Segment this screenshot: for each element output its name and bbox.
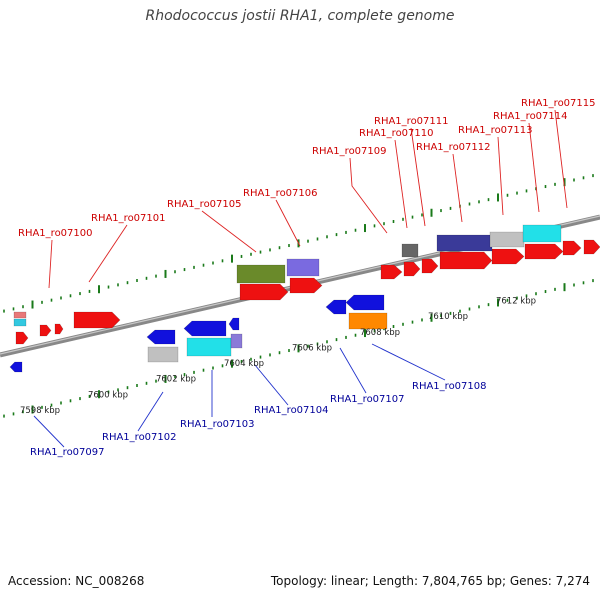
leader-line xyxy=(339,347,367,394)
gene-arrow[interactable] xyxy=(491,248,525,265)
gene-label[interactable]: RHA1_ro07097 xyxy=(30,447,105,458)
gene-label[interactable]: RHA1_ro07111 xyxy=(374,116,449,127)
gene-box[interactable] xyxy=(13,318,27,327)
gene-label[interactable]: RHA1_ro07110 xyxy=(359,128,434,139)
scale-label: 7606 kbp xyxy=(292,343,332,353)
gene-arrow[interactable] xyxy=(524,243,564,260)
gene-box[interactable] xyxy=(286,258,320,277)
leader-line xyxy=(410,127,426,227)
gene-arrow[interactable] xyxy=(9,361,23,373)
leader-line xyxy=(275,199,301,247)
gene-layer[interactable] xyxy=(9,224,600,373)
gene-arrow[interactable] xyxy=(345,294,385,311)
leader-line xyxy=(137,391,164,432)
gene-label[interactable]: RHA1_ro07104 xyxy=(254,405,329,416)
gene-label[interactable]: RHA1_ro07106 xyxy=(243,188,318,199)
scale-label: 7610 kbp xyxy=(428,312,468,322)
scale-label: 7604 kbp xyxy=(224,359,264,369)
gene-arrow[interactable] xyxy=(380,264,403,280)
gene-arrow[interactable] xyxy=(289,277,323,294)
gene-label[interactable]: RHA1_ro07100 xyxy=(18,228,93,239)
gene-arrow[interactable] xyxy=(15,331,29,345)
scale-label: 7608 kbp xyxy=(360,328,400,338)
label-layer[interactable]: RHA1_ro07100RHA1_ro07101RHA1_ro07105RHA1… xyxy=(18,98,596,458)
leader-line xyxy=(201,210,257,253)
gene-label[interactable]: RHA1_ro07113 xyxy=(458,125,533,136)
leader-line xyxy=(554,109,568,209)
gene-box[interactable] xyxy=(522,224,562,243)
gene-arrow[interactable] xyxy=(562,240,582,256)
leader-line xyxy=(497,136,504,216)
gene-box[interactable] xyxy=(13,311,27,319)
genome-summary-text: Topology: linear; Length: 7,804,765 bp; … xyxy=(270,574,590,588)
gene-box[interactable] xyxy=(348,312,388,330)
gene-arrow[interactable] xyxy=(73,311,121,329)
accession-text: Accession: NC_008268 xyxy=(8,574,145,588)
gene-label[interactable]: RHA1_ro07115 xyxy=(521,98,596,109)
gene-label[interactable]: RHA1_ro07112 xyxy=(416,142,491,153)
gene-label[interactable]: RHA1_ro07103 xyxy=(180,419,255,430)
gene-label[interactable]: RHA1_ro07102 xyxy=(102,432,177,443)
gene-box[interactable] xyxy=(230,333,243,349)
gene-arrow[interactable] xyxy=(439,251,493,270)
scale-label-layer: 7598 kbp 7600 kbp 7602 kbp 7604 kbp 7606 kbp… xyxy=(20,297,536,416)
scale-label: 7602 kbp xyxy=(156,375,196,385)
scale-label: 7600 kbp xyxy=(88,390,128,400)
tick-layer xyxy=(3,174,594,418)
gene-arrow[interactable] xyxy=(146,329,176,345)
gene-arrow[interactable] xyxy=(583,239,600,255)
gene-label[interactable]: RHA1_ro07108 xyxy=(412,381,487,392)
gene-arrow[interactable] xyxy=(239,283,289,301)
gene-box[interactable] xyxy=(147,346,179,363)
leader-line xyxy=(394,139,408,229)
gene-arrow[interactable] xyxy=(183,320,227,337)
leader-line-layer xyxy=(33,109,568,448)
leader-line xyxy=(33,415,65,448)
map-title: Rhodococcus jostii RHA1, complete genome xyxy=(145,8,455,24)
gene-label[interactable]: RHA1_ro07107 xyxy=(330,394,405,405)
scale-label: 7598 kbp xyxy=(20,406,60,416)
leader-line xyxy=(349,157,388,234)
leader-line xyxy=(48,239,53,289)
gene-box[interactable] xyxy=(186,337,232,357)
leader-line xyxy=(452,153,463,223)
leader-line xyxy=(371,343,446,381)
gene-arrow[interactable] xyxy=(39,324,52,337)
gene-box[interactable] xyxy=(489,231,525,248)
gene-label[interactable]: RHA1_ro07114 xyxy=(493,111,568,122)
gene-box[interactable] xyxy=(236,264,286,284)
gene-label[interactable]: RHA1_ro07101 xyxy=(91,213,166,224)
gene-arrow[interactable] xyxy=(421,258,439,274)
gene-label[interactable]: RHA1_ro07105 xyxy=(167,199,242,210)
scale-label: 7612 kbp xyxy=(496,297,536,307)
gene-box[interactable] xyxy=(436,234,493,252)
leader-line xyxy=(254,364,289,406)
gene-label[interactable]: RHA1_ro07109 xyxy=(312,146,387,157)
gene-arrow[interactable] xyxy=(54,323,64,335)
gene-box[interactable] xyxy=(401,243,419,258)
gene-arrow[interactable] xyxy=(228,317,240,331)
leader-line xyxy=(88,224,128,283)
gene-arrow[interactable] xyxy=(403,261,421,277)
gene-arrow[interactable] xyxy=(325,299,347,315)
leader-line xyxy=(528,122,540,213)
